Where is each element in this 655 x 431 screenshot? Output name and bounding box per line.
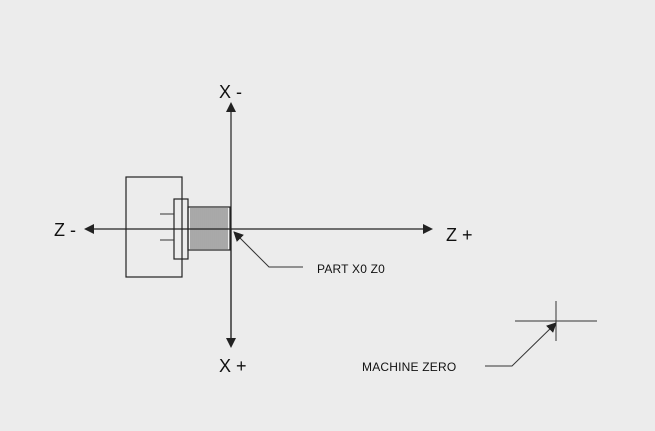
- chuck-body: [125, 176, 183, 278]
- z-plus-label: Z +: [446, 225, 473, 245]
- part-zero-leader: [233, 231, 303, 268]
- x-minus-label: X -: [219, 82, 242, 102]
- machine-zero-leader: [485, 322, 557, 367]
- chuck-assembly: [125, 176, 231, 278]
- z-minus-label: Z -: [54, 220, 76, 240]
- machine-zero-label: MACHINE ZERO: [362, 360, 456, 374]
- part-zero-label: PART X0 Z0: [317, 262, 385, 276]
- x-plus-label: X +: [219, 356, 247, 376]
